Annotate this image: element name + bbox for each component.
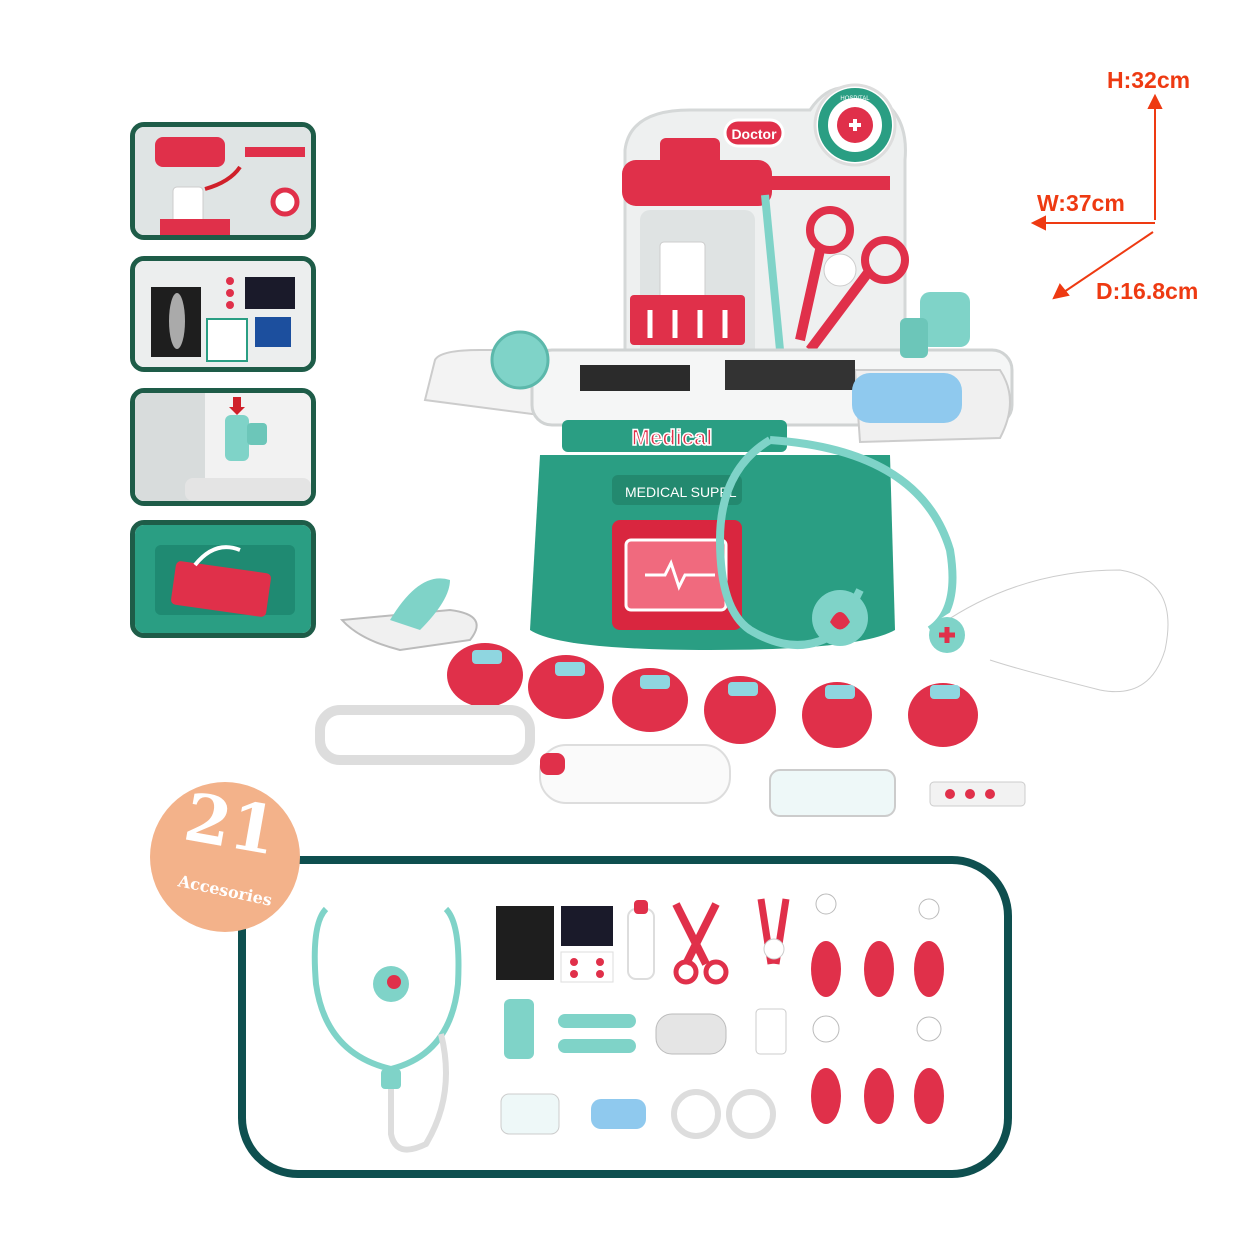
doctor-sign: Doctor [723, 118, 785, 148]
xray-panel-illustration [135, 261, 311, 367]
bottle-storage-illustration [135, 127, 311, 235]
bowl-and-tools [315, 578, 1026, 817]
accessories-label: Accesories [176, 871, 274, 910]
accessories-panel [238, 856, 1012, 1178]
tools-row-1 [627, 893, 944, 1124]
dimension-arrows [1030, 93, 1163, 300]
stethoscope [715, 436, 1173, 697]
thumbnail-faucet [130, 388, 316, 506]
faucet-illustration [135, 393, 311, 501]
drawer-illustration [135, 525, 311, 633]
medical-counter-sign: Medical [632, 425, 713, 450]
scissors-and-tweezers [761, 176, 909, 353]
depth-label: D:16.8cm [1096, 278, 1199, 304]
instrument-handles [447, 643, 978, 748]
hospital-emblem: HOSPITAL [813, 83, 897, 167]
thumbnail-xray-panel [130, 256, 316, 372]
tools-row-2 [504, 999, 787, 1059]
medical-station-toy: Doctor HOSPITAL Medical [315, 83, 1173, 817]
stethoscope-accessory [311, 906, 462, 1153]
width-label: W:37cm [1037, 190, 1125, 216]
teal-base: Medical MEDICAL SUPPL [530, 420, 895, 650]
doctor-sign-text: Doctor [731, 126, 777, 142]
accessories-grid [311, 893, 944, 1153]
counter [423, 292, 1014, 444]
accessories-count-badge: 21 Accesories [150, 777, 300, 932]
medical-supplies-label: MEDICAL SUPPL [625, 484, 737, 500]
xray-cards [496, 906, 614, 983]
height-label: H:32cm [1107, 67, 1191, 93]
hospital-emblem-text: HOSPITAL [840, 96, 870, 102]
thumbnail-drawer [130, 520, 316, 638]
accessories-count: 21 [178, 777, 283, 871]
red-cabinet [622, 138, 772, 345]
tools-row-3 [500, 1089, 776, 1139]
thumbnail-bottle-storage [130, 122, 316, 240]
